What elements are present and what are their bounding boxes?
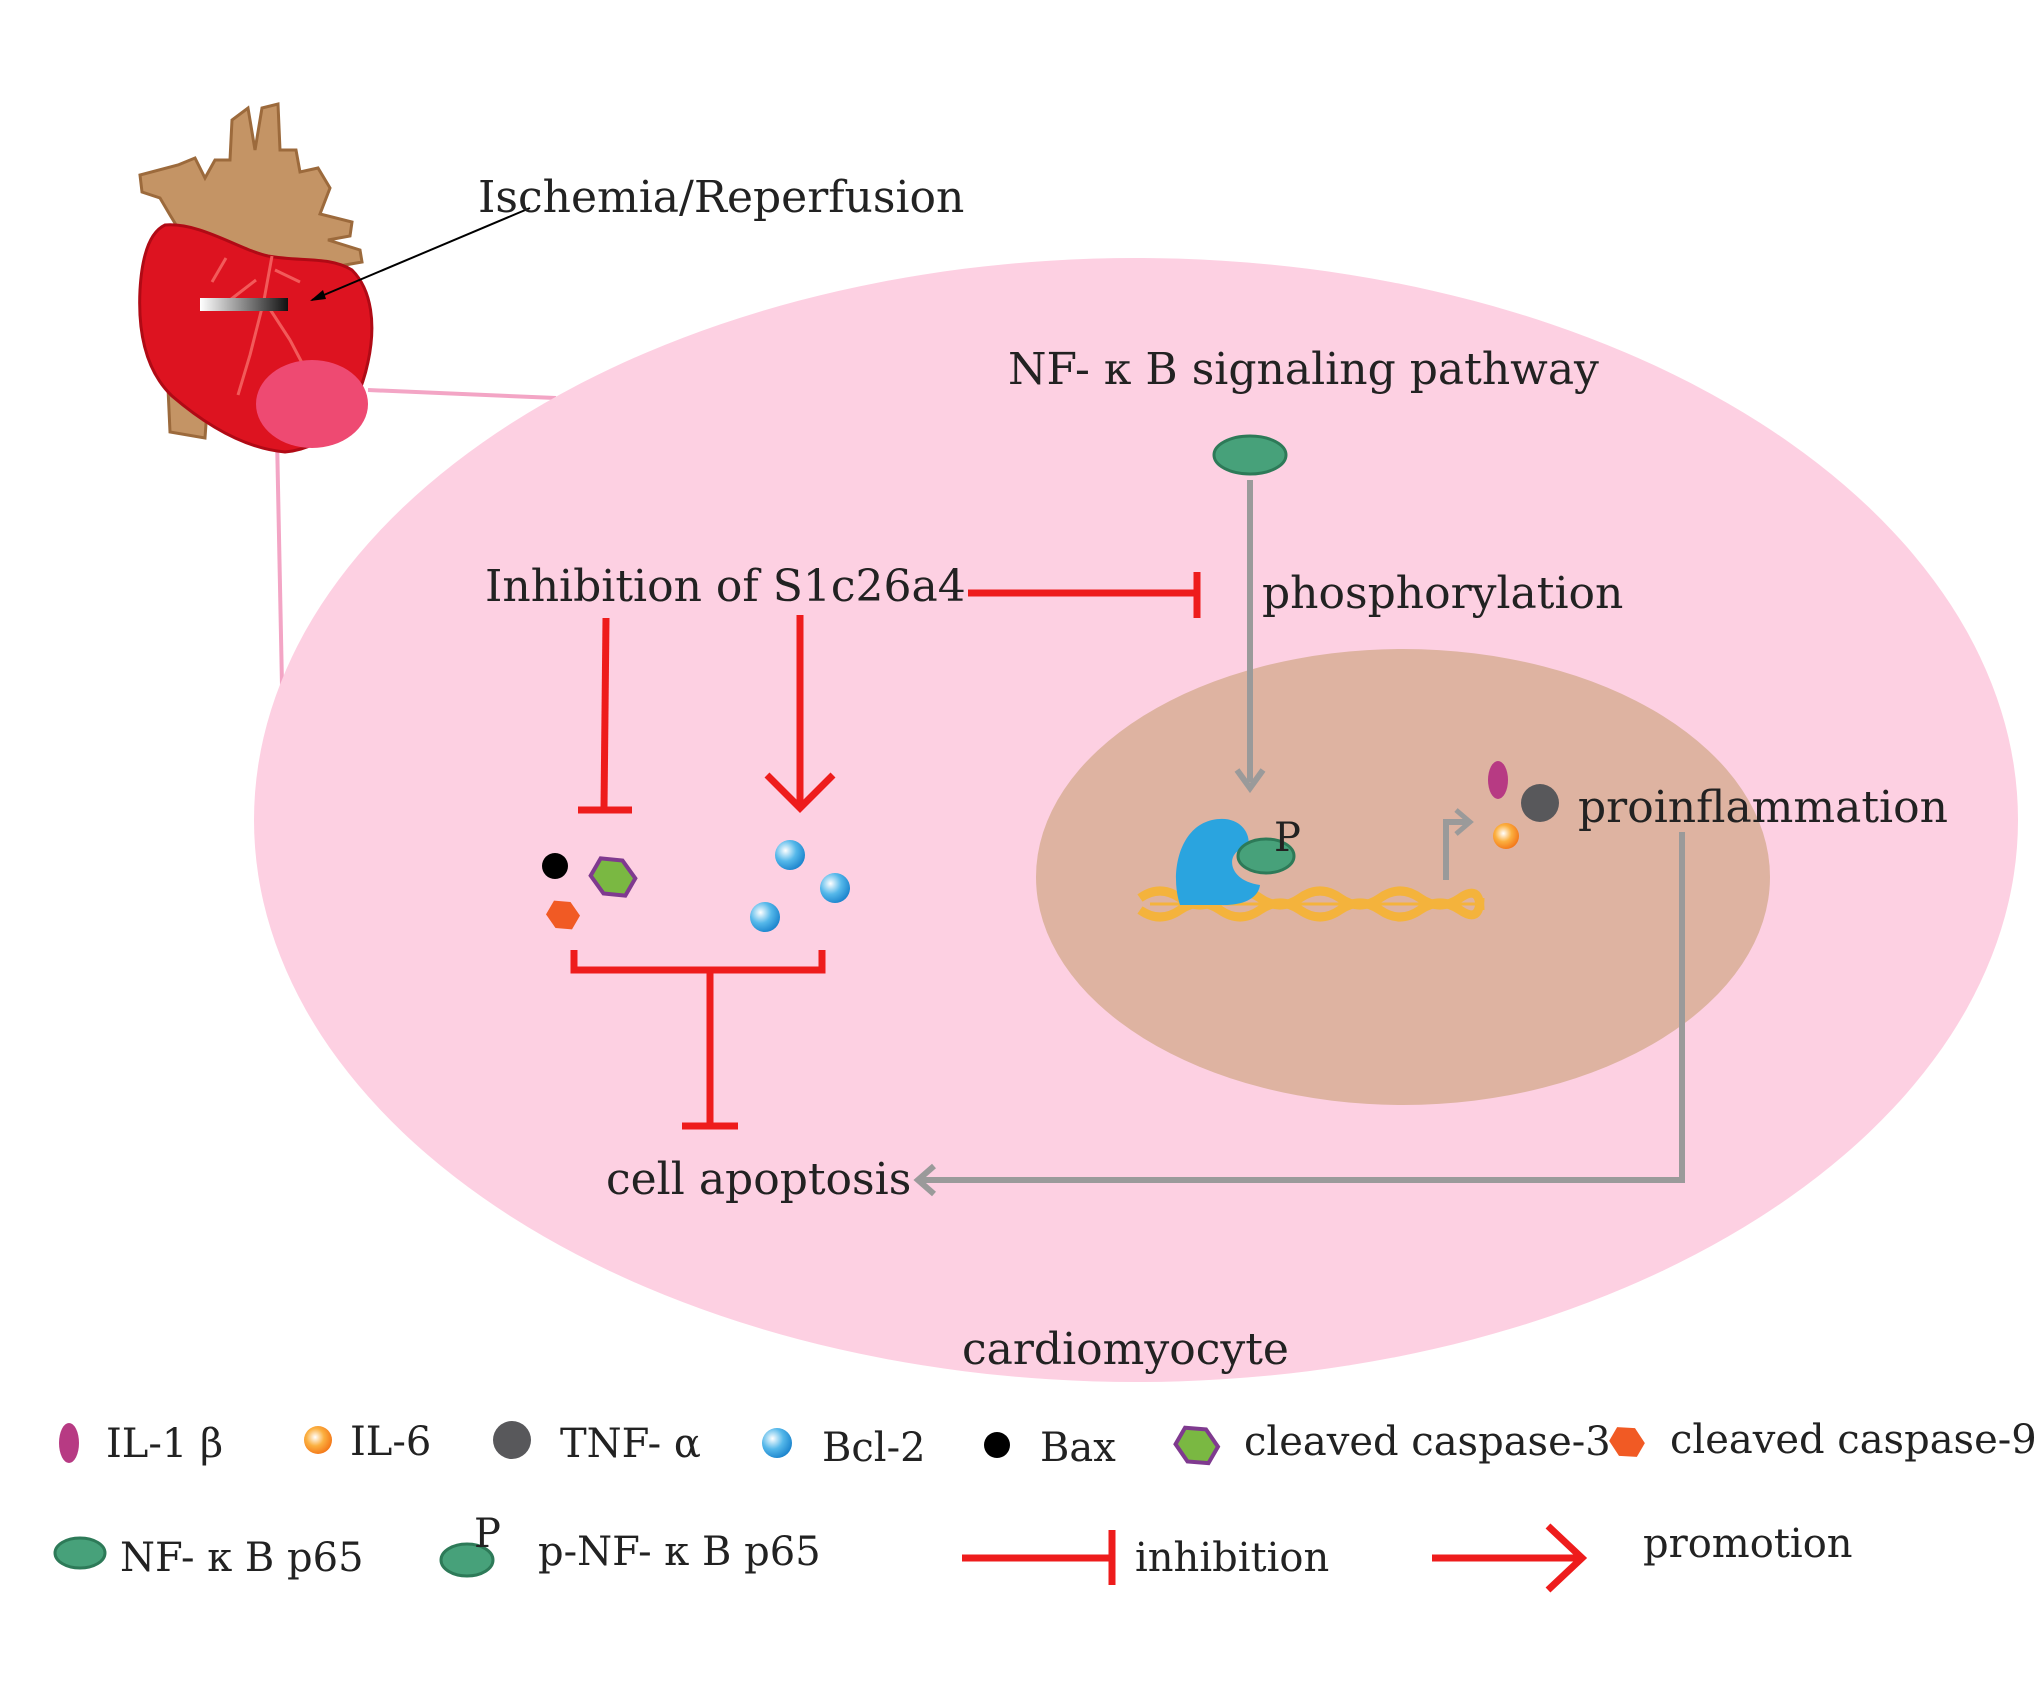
tnfa-protein [1521,784,1559,822]
legend-nfkb-label: NF- κ B p65 [120,1535,364,1581]
heart-icon [138,102,531,454]
transcription-arrow [1443,819,1468,880]
legend-casp9-swatch [1609,1427,1645,1457]
cardiomyocyte-label: cardiomyocyte [962,1324,1289,1375]
legend-inhibition-label: inhibition [1135,1535,1330,1581]
infarct-region [256,360,368,448]
legend-il6-label: IL-6 [350,1419,432,1465]
zoom-connector-line [367,388,557,400]
phosphorylation-label: phosphorylation [1262,568,1624,619]
ischemia-pointer-arrowhead [310,290,326,301]
inhibit-proapoptotic-line [600,617,610,809]
zoom-connector-line [275,436,284,687]
bcl2-protein [750,902,780,932]
phospho-p-label: P [1274,815,1301,861]
legend-promotion-label: promotion [1643,1521,1853,1567]
legend-il6-swatch [304,1426,332,1454]
bcl2-protein [775,840,805,870]
il1b-protein [1488,761,1508,799]
legend-casp3-swatch [1173,1425,1221,1466]
proinflammation-label: proinflammation [1578,782,1948,833]
legend-nfkb-swatch [53,1536,107,1570]
legend-bax-swatch [984,1432,1010,1458]
transcription-factor [1175,818,1260,905]
legend-p-label: P [474,1511,501,1557]
bax-protein [542,853,568,879]
bcl2-protein [820,873,850,903]
cleaved-caspase-3-protein [588,856,638,898]
cell-apoptosis-label: cell apoptosis [606,1154,912,1205]
p-nfkb-p65-protein [1236,837,1296,875]
legend-pnfkb-swatch [439,1542,495,1578]
phosphorylation-arrowhead [1234,768,1266,794]
legend-bcl2-label: Bcl-2 [822,1425,926,1471]
legend-casp9-label: cleaved caspase-9 [1670,1417,2037,1463]
transcription-arrowhead [1454,808,1474,836]
legend-tnfa-swatch [493,1421,531,1459]
nucleus [1036,649,1770,1105]
legend-bcl2-swatch [762,1428,792,1458]
legend-promotion-arrowhead [1545,1523,1588,1593]
il6-protein [1493,823,1519,849]
proinflammation-to-apoptosis-arrow [920,832,1685,1183]
promote-bcl2-arrowhead [764,772,836,813]
legend-il1b-swatch [59,1423,79,1463]
legend-tnfa-label: TNF- α [560,1421,701,1467]
ischemia-reperfusion-label: Ischemia/Reperfusion [478,172,965,223]
apoptosis-arrowhead [913,1163,936,1197]
legend-il1b-label: IL-1 β [106,1421,224,1467]
nfkb-pathway-label: NF- κ B signaling pathway [1008,344,1599,395]
legend-bax-label: Bax [1040,1425,1116,1471]
coronary-arteries [210,255,312,396]
apoptosis-bracket [570,950,826,974]
nfkb-p65-protein [1212,434,1288,476]
legend-pnfkb-label: p-NF- κ B p65 [538,1529,821,1575]
cleaved-caspase-9-protein [546,900,580,930]
inhibition-of-slc26a4-label: Inhibition of S1c26a4 [485,561,966,612]
ligation-bar [200,298,288,311]
ischemia-pointer-arrow [311,207,531,301]
legend-casp3-label: cleaved caspase-3 [1244,1419,1611,1465]
